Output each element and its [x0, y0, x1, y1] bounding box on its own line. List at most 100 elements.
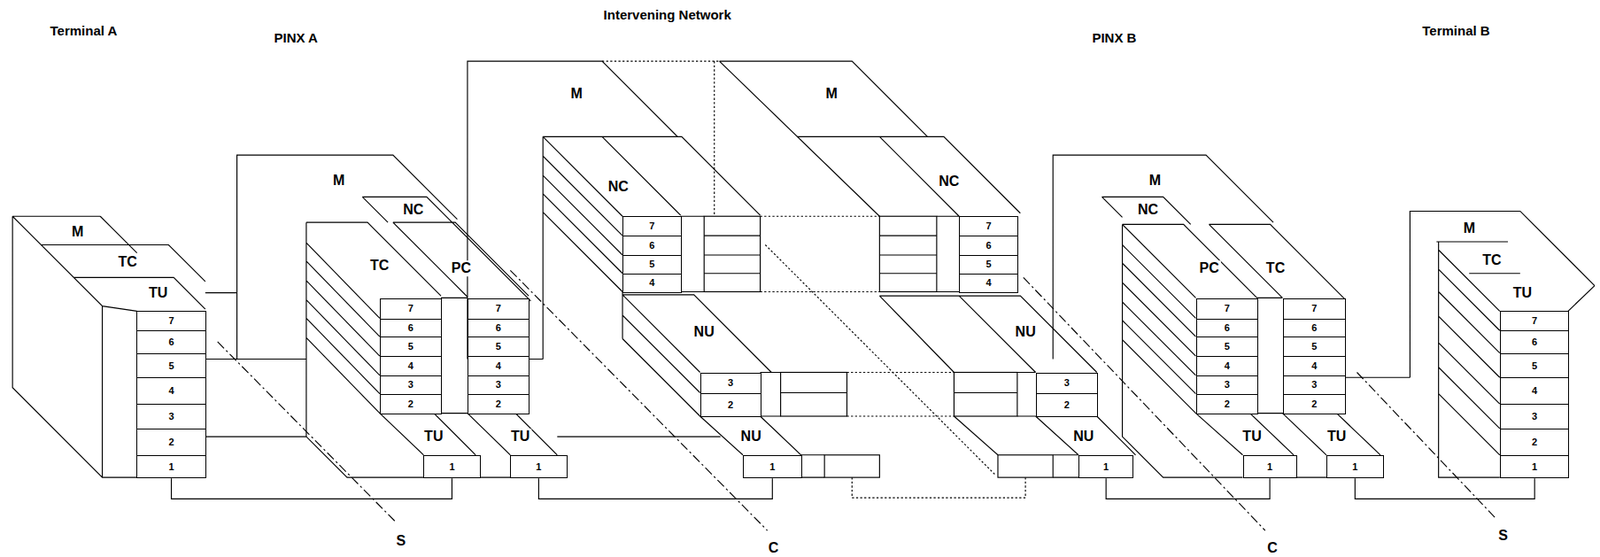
layer-number: 2	[168, 437, 174, 448]
terminal-a-housing	[12, 216, 307, 478]
layer-number: 3	[1224, 379, 1230, 390]
reference-point-label: S	[394, 533, 409, 549]
layer-number: 1	[1352, 462, 1358, 472]
layer-cell: 6	[1196, 318, 1259, 339]
physical-link	[1354, 478, 1535, 499]
equipment-title: PINX A	[271, 30, 319, 46]
layer-number: 2	[1224, 399, 1230, 410]
network-left-peer-rows	[780, 392, 848, 394]
plane-label: TU	[1325, 428, 1348, 445]
layer-number: 1	[448, 462, 455, 472]
reference-point-label: C	[766, 540, 781, 557]
layer-number: 4	[408, 361, 414, 372]
plane-label: NU	[692, 324, 717, 341]
reference-point-line	[217, 270, 1496, 531]
physical-link	[171, 478, 453, 499]
plane-label: M	[568, 85, 584, 102]
layer-number: 7	[495, 303, 502, 314]
equipment-title: Terminal A	[48, 23, 120, 39]
equipment-title: Intervening Network	[602, 7, 734, 24]
layer-number: 3	[1064, 378, 1070, 388]
layer-cell: 2	[1283, 394, 1346, 415]
layer-cell: 5	[1283, 336, 1346, 357]
plane-label: TC	[1480, 252, 1503, 269]
equipment-title: PINX B	[1089, 30, 1138, 46]
layer-cell: 1	[1243, 455, 1298, 479]
layer-cell: 7	[467, 298, 530, 320]
layer-cell: 7	[1283, 298, 1346, 320]
layer-cell: 7	[1196, 298, 1259, 320]
layer-number: 3	[408, 379, 414, 390]
equipment-title: Terminal B	[1420, 23, 1492, 39]
layer-number: 6	[408, 323, 414, 333]
layer-cell: 7	[958, 216, 1019, 237]
plane-label: NC	[1136, 202, 1160, 219]
plane-label: TU	[146, 285, 170, 302]
layer-number: 4	[649, 278, 655, 288]
network-peer-dotted-links	[602, 61, 1026, 498]
layer-cell: 5	[958, 255, 1019, 275]
plane-label: TU	[509, 428, 532, 445]
plane-label: M	[69, 224, 86, 240]
plane-label: NC	[936, 173, 961, 190]
layer-cell: 5	[379, 336, 442, 357]
layer-number: 7	[986, 221, 992, 232]
layer-number: 3	[495, 379, 502, 390]
plane-label: M	[331, 172, 347, 189]
layer-number: 6	[168, 337, 174, 348]
layer-cell: 1	[1326, 455, 1384, 479]
physical-link	[1105, 478, 1270, 499]
plane-label: NC	[401, 202, 426, 219]
layer-number: 5	[1224, 341, 1230, 352]
layer-number: 1	[535, 462, 542, 472]
layer-number: 6	[1224, 323, 1230, 333]
layer-cell: 6	[1283, 318, 1346, 339]
layer-cell: 6	[958, 235, 1019, 256]
layer-cell: 2	[1499, 428, 1570, 457]
layer-number: 5	[649, 259, 655, 270]
reference-point-label: C	[1265, 540, 1280, 557]
layer-number: 2	[495, 399, 502, 410]
layer-cell: 1	[1499, 455, 1570, 479]
layer-number: 5	[168, 361, 174, 372]
layer-cell: 1	[136, 455, 206, 479]
network-left-peer-cells	[703, 216, 760, 292]
layer-number: 4	[986, 278, 992, 288]
layer-cell: 2	[1196, 394, 1259, 415]
layer-number: 2	[1311, 399, 1317, 410]
network-right-peer-cells	[953, 371, 1017, 417]
layer-number: 2	[408, 399, 414, 410]
layer-cell: 3	[1499, 403, 1570, 430]
layer-number: 3	[1531, 411, 1538, 422]
network-left-peer-cells	[824, 455, 880, 478]
plane-label: NU	[739, 428, 764, 445]
network-right-peer-rows	[953, 392, 1017, 394]
layer-cell: 6	[467, 318, 530, 339]
layer-cell: 6	[136, 330, 206, 354]
layer-number: 1	[1531, 462, 1538, 472]
layer-number: 6	[649, 240, 655, 251]
plane-label: M	[824, 85, 840, 102]
layer-number: 6	[1531, 337, 1538, 348]
layer-cell: 4	[136, 377, 206, 405]
layer-number: 4	[1531, 386, 1538, 396]
physical-link	[538, 478, 773, 499]
layer-cell: 1	[423, 455, 480, 479]
layer-number: 5	[1311, 341, 1317, 352]
plane-label: TC	[115, 254, 139, 271]
layer-cell: 4	[1283, 355, 1346, 377]
layer-number: 2	[1064, 400, 1070, 410]
layer-cell: 2	[467, 394, 530, 415]
network-left-peer-rows	[703, 235, 760, 274]
layer-cell: 2	[136, 428, 206, 457]
pinx-a-housing	[237, 154, 721, 478]
layer-cell: 6	[622, 235, 682, 256]
network-left-peer-cells	[780, 371, 848, 417]
layer-cell: 1	[742, 455, 803, 479]
pinx-b-housing	[1052, 154, 1410, 478]
layer-cell: 5	[1499, 353, 1570, 379]
layer-number: 1	[168, 462, 174, 472]
plane-label: TU	[1511, 285, 1534, 302]
layer-cell: 3	[1283, 375, 1346, 395]
plane-label: NU	[1071, 428, 1096, 445]
